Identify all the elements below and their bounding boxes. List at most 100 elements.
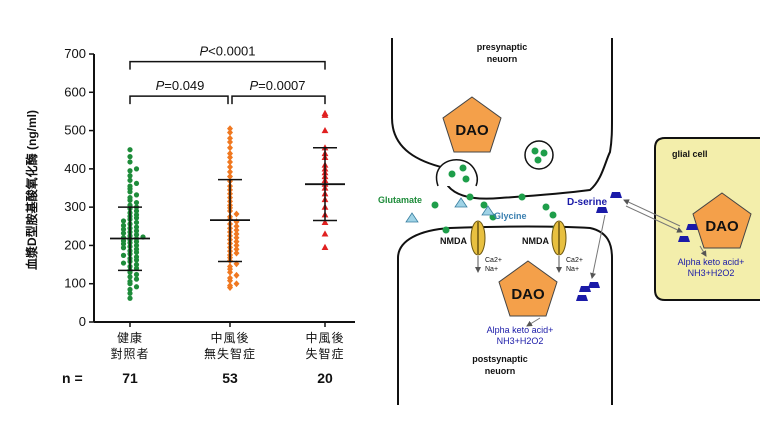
point-stroke-no-dementia xyxy=(227,158,233,166)
point-healthy-control xyxy=(127,168,133,174)
y-tick-label: 100 xyxy=(64,276,86,291)
point-stroke-no-dementia xyxy=(233,280,240,288)
point-stroke-no-dementia xyxy=(233,222,240,230)
point-healthy-control xyxy=(127,194,133,201)
category-label-line1: 中風後 xyxy=(210,330,249,345)
point-stroke-no-dementia xyxy=(233,238,240,245)
point-stroke-no-dementia xyxy=(227,150,233,157)
glial-label: glial cell xyxy=(672,149,708,159)
glutamate-dot xyxy=(448,170,456,178)
point-healthy-control xyxy=(133,232,140,238)
point-healthy-control xyxy=(127,177,133,183)
dserine-label: D-serine xyxy=(567,197,607,208)
p-value-label: P<0.0001 xyxy=(199,44,255,59)
point-healthy-control xyxy=(127,295,133,301)
y-tick-label: 500 xyxy=(64,123,86,138)
bracket xyxy=(129,60,326,70)
point-stroke-no-dementia xyxy=(233,230,240,238)
point-healthy-control xyxy=(127,278,133,285)
point-healthy-control xyxy=(127,159,133,165)
point-stroke-dementia xyxy=(321,126,329,134)
point-stroke-dementia xyxy=(321,218,329,226)
n-value: 53 xyxy=(222,370,238,386)
nmda-label: NMDA xyxy=(522,236,549,246)
glutamate-dot xyxy=(459,164,467,172)
y-tick-label: 600 xyxy=(64,84,86,99)
point-stroke-no-dementia xyxy=(233,271,240,279)
point-healthy-control xyxy=(127,154,133,160)
dao-label: DAO xyxy=(705,218,739,235)
point-healthy-control xyxy=(133,228,140,234)
nmda-label: NMDA xyxy=(440,236,467,246)
glutamate-dot xyxy=(534,156,542,164)
point-healthy-control xyxy=(127,286,133,293)
y-tick-label: 700 xyxy=(64,46,86,61)
point-stroke-no-dementia xyxy=(233,242,240,249)
glycine-label: Glycine xyxy=(494,211,527,221)
dao-label: DAO xyxy=(455,122,489,139)
point-healthy-control xyxy=(133,212,140,218)
point-healthy-control xyxy=(133,192,140,198)
y-tick-label: 300 xyxy=(64,199,86,214)
n-value: 71 xyxy=(122,370,138,386)
mean-sd-bars xyxy=(110,147,345,272)
category-label-line2: 對照者 xyxy=(110,347,149,361)
y-axis-label: 血漿D型胺基酸氧化酶 (ng/ml) xyxy=(24,110,39,270)
point-healthy-control xyxy=(133,254,140,260)
postsynaptic-neuron xyxy=(397,225,613,405)
svg-text:Ca2+: Ca2+ xyxy=(485,257,502,264)
point-stroke-no-dementia xyxy=(227,138,233,146)
category-label-line1: 中風後 xyxy=(305,330,344,345)
vesicle xyxy=(524,140,554,170)
point-healthy-control xyxy=(133,199,140,206)
y-tick-label: 400 xyxy=(64,161,86,176)
point-healthy-control xyxy=(120,260,127,266)
category-label-line2: 無失智症 xyxy=(204,346,256,361)
category-label-line1: 健康 xyxy=(117,330,143,345)
point-healthy-control xyxy=(120,230,127,236)
point-stroke-no-dementia xyxy=(233,226,240,234)
point-stroke-dementia xyxy=(321,243,329,250)
point-healthy-control xyxy=(127,183,133,189)
point-healthy-control xyxy=(120,245,127,251)
point-healthy-control xyxy=(133,261,140,268)
point-stroke-dementia xyxy=(321,109,329,116)
glycine-triangles xyxy=(405,197,495,223)
nmda-receptor-left xyxy=(470,220,486,256)
glutamate-dot xyxy=(540,149,548,157)
dao-label: DAO xyxy=(511,286,545,303)
point-stroke-no-dementia xyxy=(233,245,240,253)
point-healthy-control xyxy=(133,242,140,249)
point-stroke-no-dementia xyxy=(233,234,240,242)
point-healthy-control xyxy=(120,252,127,258)
point-healthy-control xyxy=(133,219,140,226)
point-stroke-no-dementia xyxy=(227,125,233,133)
ion-labels: Ca2+Na+ Ca2+Na+ xyxy=(485,257,583,273)
dao-presynaptic: DAO xyxy=(442,96,502,153)
post-product: Alpha keto acid+NH3+H2O2 xyxy=(487,325,554,346)
point-healthy-control xyxy=(127,147,133,153)
point-stroke-no-dementia xyxy=(233,249,240,257)
presynaptic-neuron xyxy=(391,38,613,200)
transport-arrows xyxy=(526,199,707,327)
point-healthy-control xyxy=(133,166,140,172)
point-healthy-control xyxy=(133,208,140,214)
point-stroke-dementia xyxy=(321,230,329,237)
point-stroke-no-dementia xyxy=(227,168,233,176)
y-tick-label: 0 xyxy=(79,314,86,329)
point-stroke-no-dementia xyxy=(227,134,233,142)
point-healthy-control xyxy=(133,271,140,278)
point-stroke-no-dementia xyxy=(227,282,233,290)
nmda-receptor-right xyxy=(551,220,567,256)
point-stroke-no-dementia xyxy=(227,263,233,270)
point-stroke-no-dementia xyxy=(227,129,233,136)
point-stroke-no-dementia xyxy=(233,210,240,218)
point-stroke-no-dementia xyxy=(227,163,233,171)
point-healthy-control xyxy=(133,246,140,252)
